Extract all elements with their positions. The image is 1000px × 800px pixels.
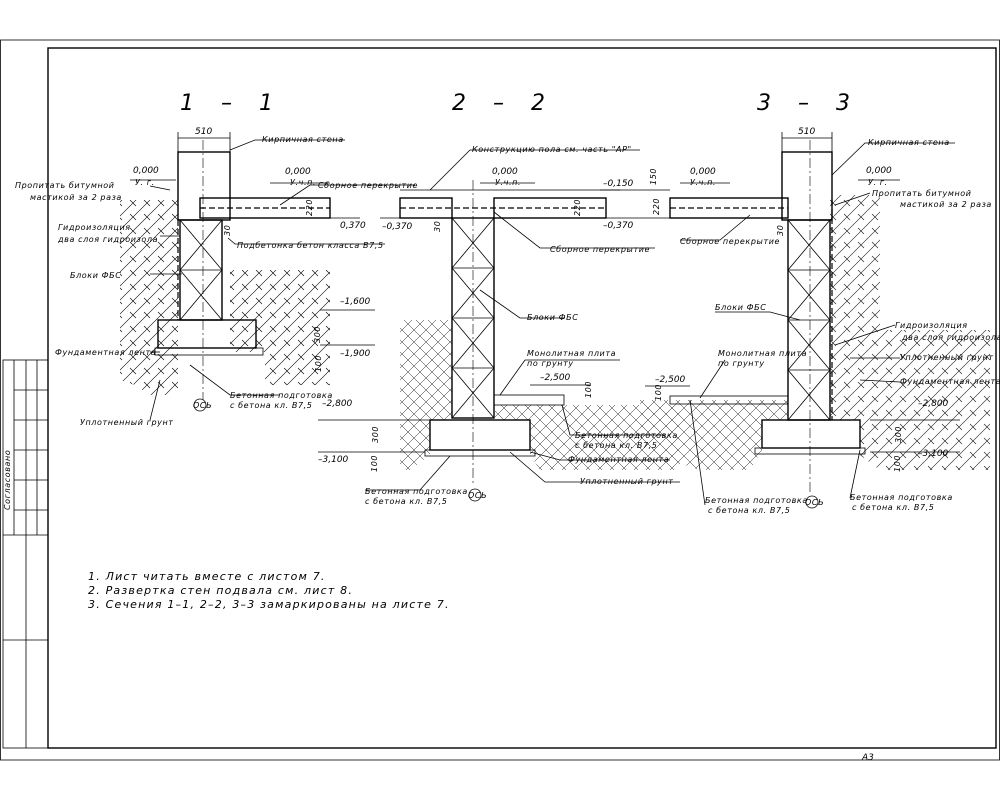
label-foundation-3: Фундаментная лента bbox=[900, 377, 1000, 386]
section-title-3: 3 – 3 bbox=[757, 91, 860, 116]
svg-text:30: 30 bbox=[223, 225, 232, 236]
svg-text:У.ч.п.: У.ч.п. bbox=[690, 178, 716, 187]
label-concrete-prep-2a: Бетонная подготовка bbox=[575, 431, 678, 440]
svg-text:–2,800: –2,800 bbox=[918, 399, 949, 409]
label-floor-construction: Конструкцию пола см. часть "АР" bbox=[472, 145, 632, 154]
svg-text:300: 300 bbox=[313, 326, 322, 343]
label-precast-floor-2: Сборное перекрытие bbox=[550, 245, 650, 254]
svg-text:–2,500: –2,500 bbox=[540, 373, 571, 383]
svg-text:–0,370: –0,370 bbox=[382, 222, 413, 232]
section-2-2: ОСЬ 0,000 У.ч.п. –0,370 220 30 –2,500 10… bbox=[318, 149, 680, 502]
svg-text:30: 30 bbox=[433, 221, 442, 232]
label-foundation-2: Фундаментная лента bbox=[568, 455, 669, 464]
label-blocks-3: Блоки ФБС bbox=[715, 303, 766, 312]
label-waterproofing-1a: Гидроизоляция bbox=[58, 223, 131, 232]
axis-marker-2: ОСЬ bbox=[468, 491, 487, 500]
section-3-3: ОСЬ 510 0,000 У.ч.п. 0,000 У. г. –0,150 … bbox=[600, 127, 990, 509]
label-impregnate-1a: Пропитать битумной bbox=[15, 181, 115, 190]
svg-text:150: 150 bbox=[649, 168, 658, 185]
svg-text:300: 300 bbox=[371, 426, 380, 443]
label-brick-wall-1: Кирпичная стена bbox=[262, 135, 344, 144]
svg-text:0,000: 0,000 bbox=[285, 167, 311, 177]
svg-text:100: 100 bbox=[893, 455, 902, 472]
svg-text:У.ч.п.: У.ч.п. bbox=[495, 178, 521, 187]
label-impregnate-3b: мастикой за 2 раза bbox=[900, 200, 992, 209]
svg-text:–3,100: –3,100 bbox=[318, 455, 349, 465]
svg-text:0,000: 0,000 bbox=[866, 166, 892, 176]
svg-text:100: 100 bbox=[314, 355, 323, 372]
svg-text:–1,600: –1,600 bbox=[340, 297, 371, 307]
label-waterproofing-3b: два слоя гидроизола bbox=[901, 333, 1000, 342]
svg-text:–2,500: –2,500 bbox=[655, 375, 686, 385]
label-monolithic-3a: Монолитная плита bbox=[718, 349, 807, 358]
svg-text:0,370: 0,370 bbox=[340, 221, 366, 231]
svg-text:–0,370: –0,370 bbox=[603, 221, 634, 231]
label-waterproofing-3a: Гидроизоляция bbox=[895, 321, 968, 330]
label-precast-floor-1: Сборное перекрытие bbox=[318, 181, 418, 190]
svg-text:У. г.: У. г. bbox=[135, 178, 155, 187]
label-concrete-prep-2d: с бетона кл. В7,5 bbox=[365, 497, 447, 506]
sheet-format: А3 bbox=[861, 753, 874, 763]
label-monolithic-2a: Монолитная плита bbox=[527, 349, 616, 358]
label-soil-2: Уплотненный грунт bbox=[580, 477, 674, 486]
note-3: 3. Сечения 1–1, 2–2, 3–3 замаркированы н… bbox=[88, 598, 450, 611]
note-2: 2. Развертка стен подвала см. лист 8. bbox=[88, 584, 353, 597]
svg-text:100: 100 bbox=[584, 381, 593, 398]
label-concrete-prep-1b: с бетона кл. В7,5 bbox=[230, 401, 312, 410]
svg-text:510: 510 bbox=[195, 127, 212, 137]
svg-text:220: 220 bbox=[305, 199, 314, 216]
label-impregnate-1b: мастикой за 2 раза bbox=[30, 193, 122, 202]
label-impregnate-3a: Пропитать битумной bbox=[872, 189, 972, 198]
label-sub-concrete-1: Подбетонка бетон класса В7,5 bbox=[237, 241, 384, 250]
svg-text:–1,900: –1,900 bbox=[340, 349, 371, 359]
approval-stamp: Согласовано bbox=[3, 450, 12, 510]
note-1: 1. Лист читать вместе с листом 7. bbox=[88, 570, 326, 583]
sheet-frame: Согласовано bbox=[0, 39, 1000, 761]
svg-text:300: 300 bbox=[894, 426, 903, 443]
label-monolithic-2b: по грунту bbox=[527, 359, 574, 368]
svg-text:У. г.: У. г. bbox=[868, 178, 888, 187]
svg-text:100: 100 bbox=[370, 455, 379, 472]
svg-text:У.ч.п.: У.ч.п. bbox=[290, 178, 316, 187]
label-precast-floor-3: Сборное перекрытие bbox=[680, 237, 780, 246]
svg-text:–3,100: –3,100 bbox=[918, 449, 949, 459]
section-title-2: 2 – 2 bbox=[452, 91, 555, 116]
label-monolithic-3b: по грунту bbox=[718, 359, 765, 368]
label-concrete-prep-2c: Бетонная подготовка bbox=[365, 487, 468, 496]
label-concrete-prep-2b: с бетона кл. В7,5 bbox=[575, 441, 657, 450]
label-blocks-2: Блоки ФБС bbox=[527, 313, 578, 322]
svg-text:0,000: 0,000 bbox=[690, 167, 716, 177]
axis-marker-1: ОСЬ bbox=[193, 401, 212, 410]
svg-text:30: 30 bbox=[776, 225, 785, 236]
svg-text:220: 220 bbox=[652, 198, 661, 215]
section-1-1: ОСЬ 510 0,000 У. г. 0,000 У.ч.п. 0,370 2… bbox=[120, 127, 415, 421]
label-foundation-1: Фундаментная лента bbox=[55, 348, 156, 357]
label-concrete-prep-3a: Бетонная подготовка bbox=[705, 496, 808, 505]
svg-text:220: 220 bbox=[573, 199, 582, 216]
svg-text:510: 510 bbox=[798, 127, 815, 137]
label-blocks-1: Блоки ФБС bbox=[70, 271, 121, 280]
label-concrete-prep-3d: с бетона кл. В7,5 bbox=[852, 503, 934, 512]
svg-text:–2,800: –2,800 bbox=[322, 399, 353, 409]
label-waterproofing-1b: два слоя гидроизола bbox=[57, 235, 158, 244]
label-concrete-prep-3b: с бетона кл. В7,5 bbox=[708, 506, 790, 515]
section-title-1: 1 – 1 bbox=[180, 91, 283, 116]
axis-marker-3: ОСЬ bbox=[805, 498, 824, 507]
label-concrete-prep-3c: Бетонная подготовка bbox=[850, 493, 953, 502]
label-soil-3: Уплотненный грунт bbox=[900, 353, 994, 362]
label-brick-wall-3: Кирпичная стена bbox=[868, 138, 950, 147]
svg-text:0,000: 0,000 bbox=[133, 166, 159, 176]
svg-text:100: 100 bbox=[654, 384, 663, 401]
svg-text:–0,150: –0,150 bbox=[603, 179, 634, 189]
svg-text:0,000: 0,000 bbox=[492, 167, 518, 177]
label-soil-1: Уплотненный грунт bbox=[80, 418, 174, 427]
label-concrete-prep-1a: Бетонная подготовка bbox=[230, 391, 333, 400]
